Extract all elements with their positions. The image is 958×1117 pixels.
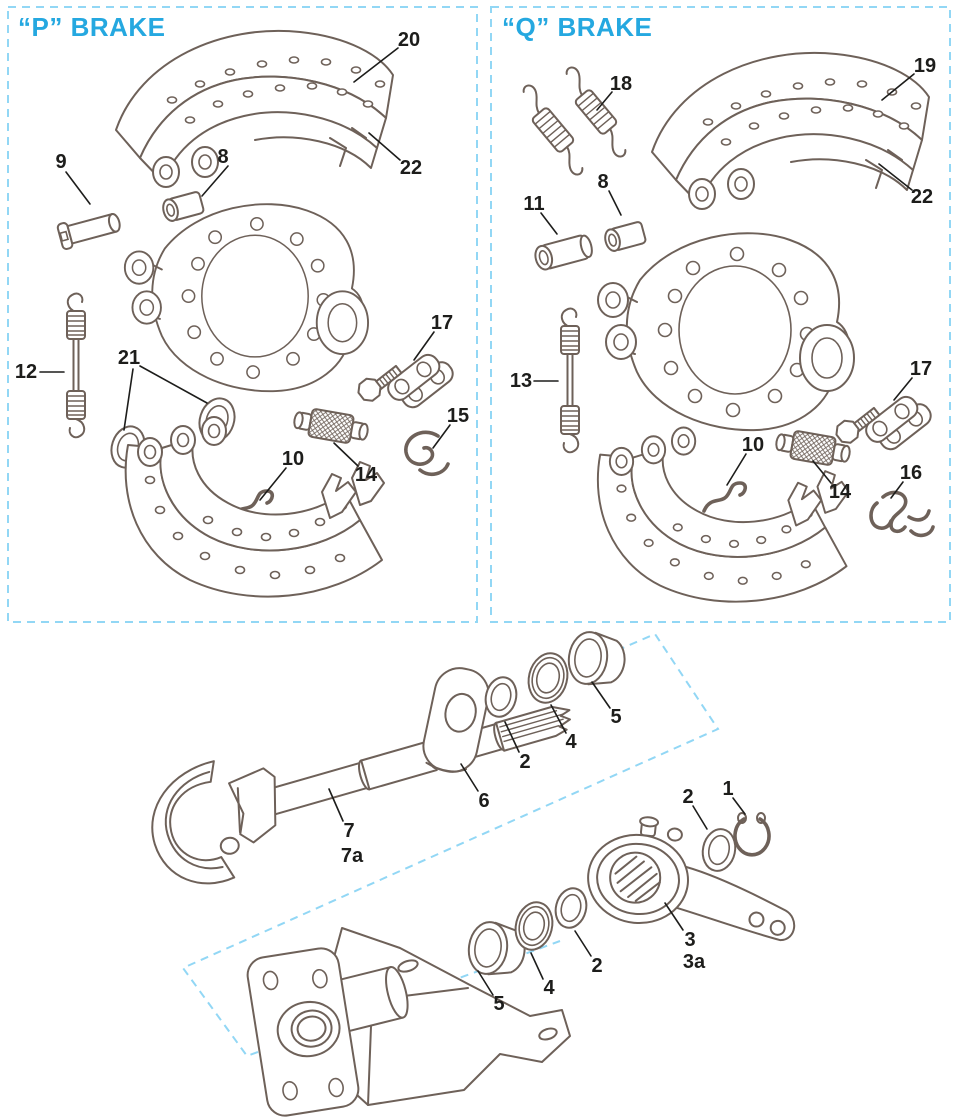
p-bottom-brake-shoe-art [124,416,386,598]
callout-14-q: 14 [828,481,852,503]
callout-12: 12 [14,361,38,383]
callout-8-p: 8 [217,146,229,168]
washer-2c-art [554,887,588,929]
callout-14-p: 14 [354,464,378,486]
callout-6: 6 [478,790,490,812]
washer-2b-art [701,828,737,872]
callout-17-q: 17 [909,358,933,380]
callout-18: 18 [609,73,633,95]
p-anchor-bolt-art [353,332,458,431]
seal-4b-art [514,901,554,951]
callout-20: 20 [397,29,421,51]
washer-2a-art [484,676,518,718]
q-brake-title: “Q” BRAKE [502,12,653,42]
callout-7a: 7a [340,845,364,867]
callout-5b: 5 [493,993,505,1015]
p-anchor-pin-art [56,213,121,250]
callout-22-p: 22 [399,157,423,179]
p-top-brake-shoe-art [115,29,394,188]
q-return-spring-art [560,307,580,454]
p-brake-title: “P” BRAKE [18,12,166,42]
callout-5a: 5 [610,706,622,728]
callout-10-q: 10 [741,434,765,456]
camshaft-group-border [181,632,720,1058]
camshaft-art [151,705,571,885]
callout-17-p: 17 [430,312,454,334]
callout-16: 16 [899,462,923,484]
callout-8-q: 8 [597,171,609,193]
q-spider-art [597,232,855,432]
callout-3: 3 [684,929,696,951]
callout-11: 11 [523,193,545,215]
callout-1: 1 [722,778,734,800]
q-brake-panel-border [490,6,951,623]
q-retainer-spring-art [869,490,935,538]
callout-4a: 4 [565,731,577,753]
p-return-spring-art [66,292,86,439]
callout-2b: 2 [682,786,694,808]
seal-4a-art [527,652,569,704]
callout-4b: 4 [543,977,555,999]
callout-9: 9 [55,151,67,173]
callout-10-p: 10 [281,448,305,470]
cam-bracket-art [246,927,571,1117]
q-roller-pin-art [534,234,593,271]
slack-adjuster-art [587,816,796,942]
snap-ring-art [733,812,771,857]
callout-22-q: 22 [910,186,934,208]
callout-19: 19 [913,55,937,77]
q-top-brake-shoe-art [651,51,930,210]
callout-2c: 2 [591,955,603,977]
p-cam-roller-art [291,404,371,448]
q-clip-art [702,481,748,513]
bushing-5b-art [467,921,526,976]
q-bushing-art [601,220,648,254]
p-retainer-spring-art [404,430,450,477]
cam-head-washer-art [422,667,490,773]
p-brake-panel-border [7,6,478,623]
p-spider-art [123,203,370,393]
callout-15: 15 [446,405,470,427]
bushing-5a-art [567,631,626,686]
leader-lines [39,47,915,996]
p-bushing-art [159,190,206,224]
callout-3a: 3a [682,951,706,973]
callout-13: 13 [509,370,533,392]
callout-21: 21 [117,347,141,369]
callout-7: 7 [343,820,355,842]
callout-2a: 2 [519,751,531,773]
